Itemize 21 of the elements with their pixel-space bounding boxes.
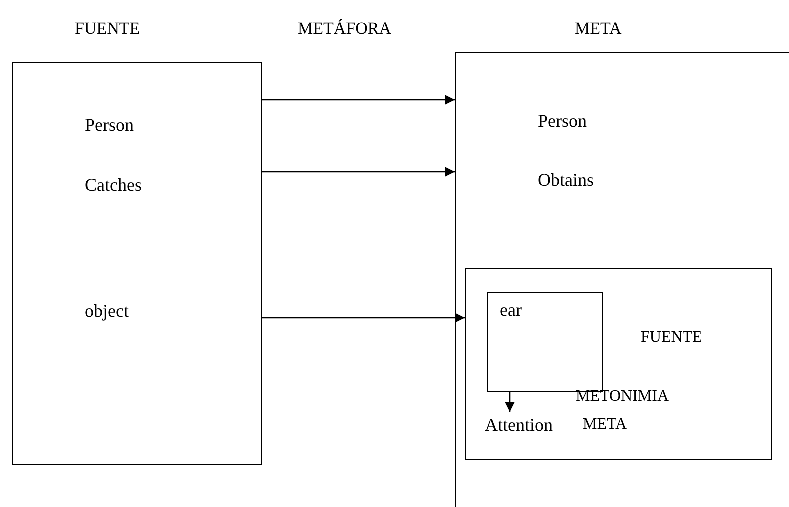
domain-box <box>465 268 772 460</box>
domain-label: META <box>583 415 628 435</box>
column-heading: META <box>575 18 622 40</box>
term-label: Catches <box>85 172 175 198</box>
domain-box <box>12 62 262 465</box>
column-heading: FUENTE <box>75 18 140 40</box>
column-heading: METÁFORA <box>298 18 392 40</box>
term-label: Person <box>85 112 175 138</box>
bracket-frame <box>455 52 789 507</box>
arrow <box>262 313 465 323</box>
term-label: ear <box>500 299 522 322</box>
domain-label: METONIMIA <box>576 387 670 407</box>
term-label: object <box>85 298 175 324</box>
domain-label: FUENTE <box>641 328 702 348</box>
term-label: Person <box>538 108 628 134</box>
arrow <box>262 167 455 177</box>
term-label: Attention <box>485 412 575 438</box>
arrow <box>505 392 515 412</box>
arrow <box>262 95 455 105</box>
term-label: Obtains <box>538 167 628 193</box>
term-box <box>487 292 603 392</box>
